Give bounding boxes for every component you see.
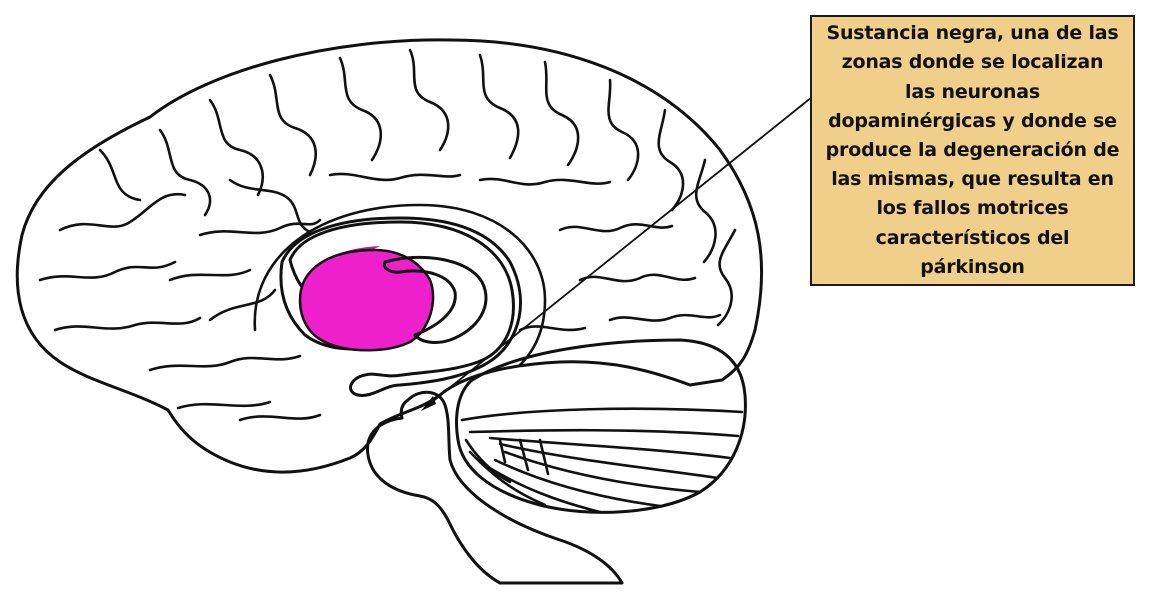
annotation-callout: Sustancia negra, una de las zonas donde … <box>810 15 1135 286</box>
brainstem <box>366 390 624 585</box>
globus-pallidus <box>382 255 488 344</box>
cerebellum <box>455 338 747 514</box>
cortical-sulci <box>38 48 737 422</box>
putamen-core <box>298 248 435 352</box>
callout-text: Sustancia negra, una de las zonas donde … <box>825 22 1120 278</box>
cerebellum-folia <box>460 407 744 514</box>
corpus-callosum <box>253 203 547 367</box>
pointer-line <box>426 96 813 407</box>
pointer-arrowhead <box>421 396 436 411</box>
